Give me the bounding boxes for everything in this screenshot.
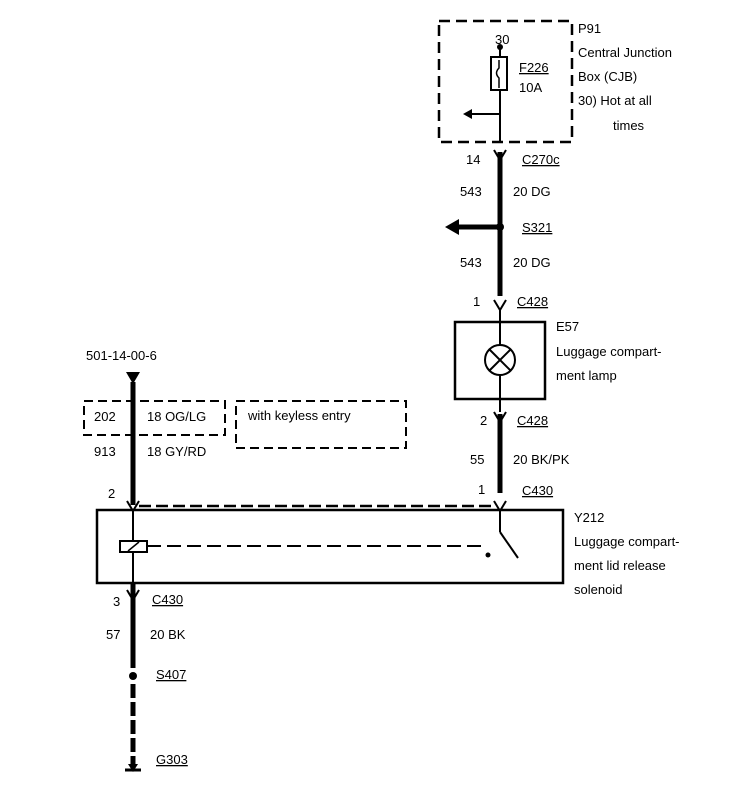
cjb-branch-arrow bbox=[463, 109, 472, 119]
solenoid-id: Y212 bbox=[574, 510, 604, 525]
wire-57-gauge: 20 BK bbox=[150, 627, 186, 642]
cjb-name-2: Box (CJB) bbox=[578, 69, 637, 84]
lamp-name-2: ment lamp bbox=[556, 368, 617, 383]
lamp-id: E57 bbox=[556, 319, 579, 334]
c428-bottom-pin: 2 bbox=[480, 413, 487, 428]
c270c-pin: 14 bbox=[466, 152, 480, 167]
wire-913-gauge: 18 GY/RD bbox=[147, 444, 206, 459]
keyless-note-box bbox=[235, 400, 407, 449]
optional-circuit: 202 bbox=[94, 409, 116, 424]
wire-543-circuit-a: 543 bbox=[460, 184, 482, 199]
solenoid-name-3: solenoid bbox=[574, 582, 622, 597]
wire-543-circuit-b: 543 bbox=[460, 255, 482, 270]
wire-543-gauge-b: 20 DG bbox=[513, 255, 551, 270]
solenoid-switch-contact bbox=[485, 552, 491, 558]
c428-top-connector: C428 bbox=[517, 294, 548, 309]
fuse-element bbox=[495, 60, 500, 88]
ground-arrow bbox=[128, 764, 138, 772]
wire-57-circuit: 57 bbox=[106, 627, 120, 642]
c430-top-connector: C430 bbox=[522, 483, 553, 498]
optional-circuit-box bbox=[83, 400, 226, 436]
wire-543-gauge-a: 20 DG bbox=[513, 184, 551, 199]
splice-s321-arrow bbox=[445, 219, 459, 235]
splice-s407-dot bbox=[129, 672, 137, 680]
fuse-rating: 10A bbox=[519, 80, 542, 95]
c270c-connector: C270c bbox=[522, 152, 560, 167]
left-ref-arrow bbox=[126, 372, 140, 384]
cjb-id: P91 bbox=[578, 21, 601, 36]
cjb-note-1: 30) Hot at all bbox=[578, 93, 652, 108]
cjb-name-1: Central Junction bbox=[578, 45, 672, 60]
cjb-box bbox=[437, 19, 574, 144]
solenoid-name-2: ment lid release bbox=[574, 558, 666, 573]
wire-913-circuit: 913 bbox=[94, 444, 116, 459]
c430-bottom-connector: C430 bbox=[152, 592, 183, 607]
left-ref: 501-14-00-6 bbox=[86, 348, 157, 363]
optional-gauge: 18 OG/LG bbox=[147, 409, 206, 424]
fuse-id: F226 bbox=[519, 60, 549, 75]
c430-pin2: 2 bbox=[108, 486, 115, 501]
c428-top-pin: 1 bbox=[473, 294, 480, 309]
solenoid-name-1: Luggage compart- bbox=[574, 534, 680, 549]
solenoid-box bbox=[95, 508, 565, 585]
cjb-note-2: times bbox=[613, 118, 645, 133]
c430-pin1: 1 bbox=[478, 482, 485, 497]
c428-bottom-connector: C428 bbox=[517, 413, 548, 428]
keyless-note: with keyless entry bbox=[247, 408, 351, 423]
wire-55-circuit: 55 bbox=[470, 452, 484, 467]
wire-55-gauge: 20 BK/PK bbox=[513, 452, 570, 467]
splice-s321-dot bbox=[496, 223, 504, 231]
lamp-icon-cross-2 bbox=[488, 348, 512, 372]
splice-s321-label: S321 bbox=[522, 220, 552, 235]
c430-pin3: 3 bbox=[113, 594, 120, 609]
ground-id: G303 bbox=[156, 752, 188, 767]
solenoid-coil-mark bbox=[127, 541, 140, 552]
solenoid-switch-arm bbox=[499, 531, 519, 559]
splice-s407-label: S407 bbox=[156, 667, 186, 682]
cjb-pin-label: 30 bbox=[495, 32, 509, 47]
lamp-name-1: Luggage compart- bbox=[556, 344, 662, 359]
